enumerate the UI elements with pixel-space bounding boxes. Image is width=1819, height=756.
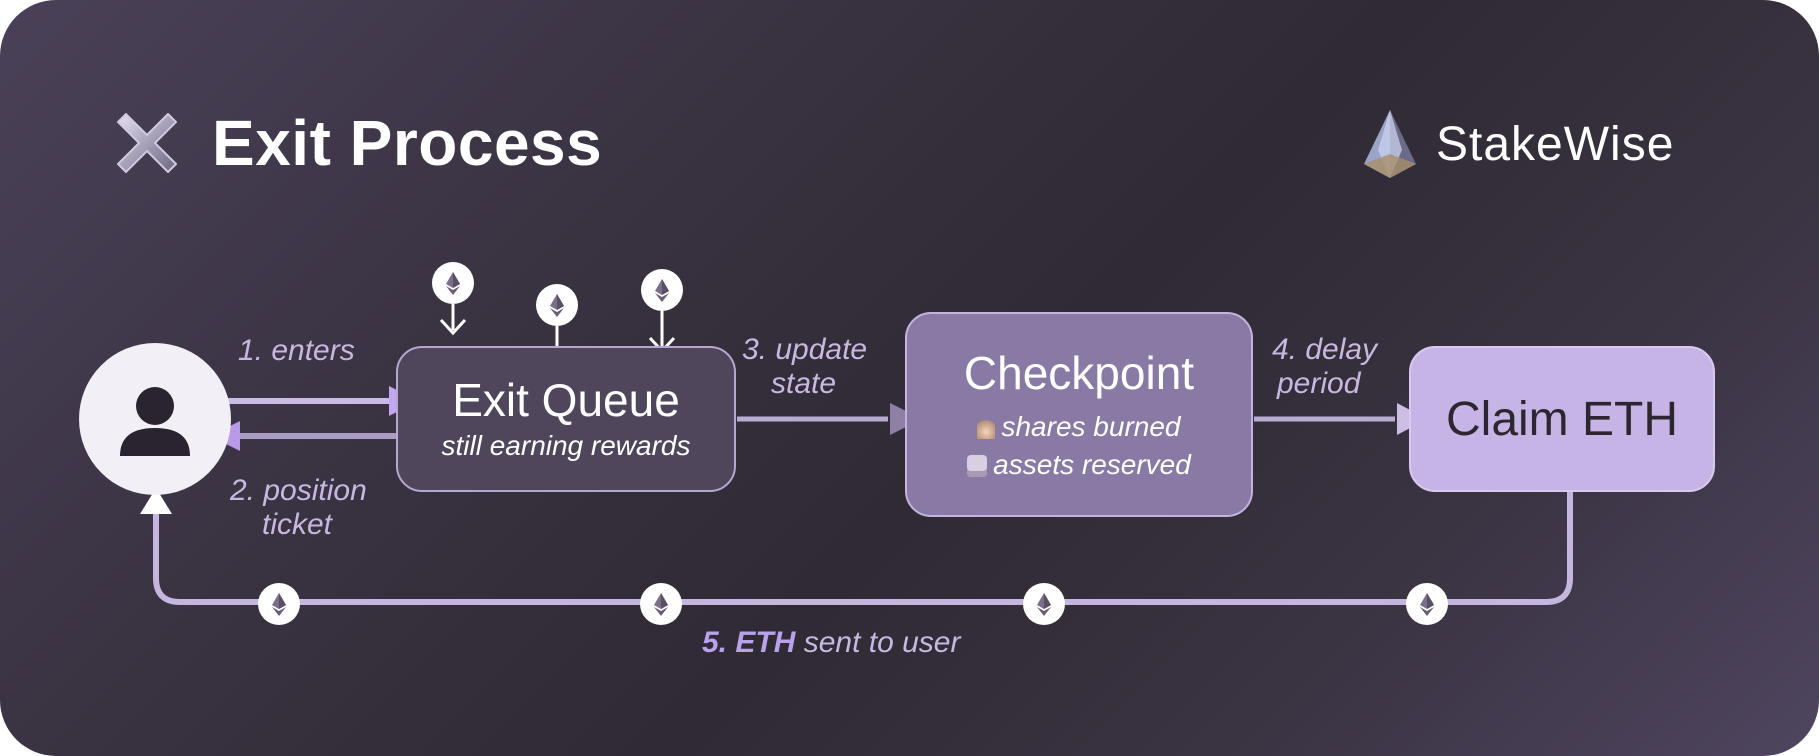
brand-name: StakeWise	[1436, 117, 1675, 171]
user-icon	[120, 387, 190, 456]
enters-arrow	[228, 386, 418, 416]
exit-queue-subtitle: still earning rewards	[441, 430, 691, 461]
delay-period-arrow	[1254, 403, 1427, 435]
step-delay-label-1: 4. delay	[1272, 333, 1378, 366]
step-eth-sent-label: 5. ETH sent to user	[702, 626, 960, 660]
claim-eth-title: Claim ETH	[1445, 392, 1678, 446]
step-eth-sent-number: 5.	[702, 626, 728, 659]
brand-group: StakeWise	[1360, 108, 1674, 180]
eth-icon	[1406, 583, 1448, 625]
eth-icon	[536, 284, 578, 326]
header-title-group: Exit Process	[108, 104, 602, 182]
exit-queue-title: Exit Queue	[452, 374, 680, 426]
x-icon	[117, 113, 177, 173]
user-avatar	[79, 343, 231, 495]
step-position-label-2: ticket	[262, 508, 333, 541]
step-eth-sent-rest: sent to user	[795, 626, 961, 659]
lock-icon	[967, 454, 988, 477]
step-update-label-1: 3. update	[742, 333, 868, 366]
checkpoint-line-shares: shares burned	[977, 408, 1181, 446]
eth-icon	[258, 583, 300, 625]
outgoing-eth	[258, 583, 1448, 625]
step-delay-label-2: period	[1277, 367, 1361, 400]
eth-return-loop	[140, 488, 1573, 605]
step-eth-sent-bold: ETH	[735, 626, 796, 659]
checkpoint-title: Checkpoint	[963, 346, 1195, 399]
position-ticket-arrow	[210, 421, 396, 451]
step-update-label-2: state	[771, 367, 837, 400]
claim-eth-box: Claim ETH	[1409, 346, 1715, 492]
checkpoint-box: Checkpoint shares burned assets reserved	[905, 312, 1253, 517]
exit-queue-box: Exit Queue still earning rewards	[396, 346, 736, 492]
eth-icon	[1023, 583, 1065, 625]
update-state-arrow	[737, 403, 922, 435]
fire-icon	[977, 414, 996, 439]
checkpoint-line-assets: assets reserved	[967, 446, 1191, 484]
eth-icon	[641, 269, 683, 311]
stakewise-logo	[1364, 110, 1416, 178]
eth-icon	[640, 583, 682, 625]
step-enters-label: 1. enters	[238, 334, 355, 367]
shares-burned-text: shares burned	[1001, 410, 1181, 442]
step-position-label-1: 2. position	[230, 474, 367, 507]
eth-icon	[432, 262, 474, 304]
assets-reserved-text: assets reserved	[993, 448, 1191, 480]
page-title: Exit Process	[212, 107, 603, 179]
